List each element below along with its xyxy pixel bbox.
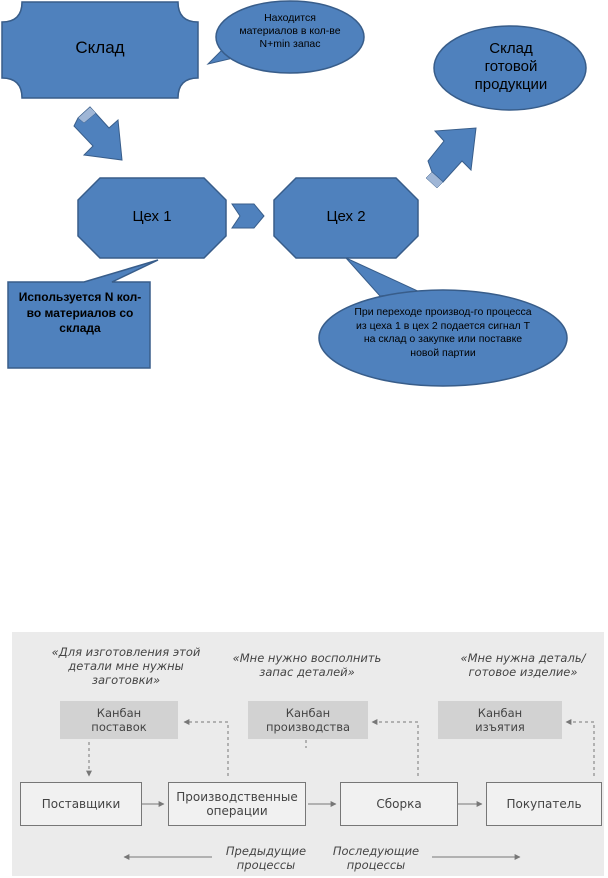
warehouse-note-text: Находится материалов в кол-ве N+min запа… bbox=[239, 12, 341, 51]
warehouse-shape bbox=[1, 1, 199, 99]
arrow-shop2-to-finished bbox=[425, 127, 477, 189]
process-buyer: Покупатель bbox=[486, 782, 602, 826]
signal-note-text: При переходе производ-го процесса из цех… bbox=[354, 306, 532, 359]
shop2-label: Цех 2 bbox=[326, 208, 366, 225]
signal-note-bubble bbox=[318, 289, 568, 387]
kanban-diagram-panel bbox=[12, 632, 604, 876]
process-assembly: Сборка bbox=[340, 782, 458, 826]
kanban-production: Канбан производства bbox=[248, 701, 368, 739]
quote-production: «Мне нужно восполнить запас деталей» bbox=[232, 651, 382, 679]
shop1-label: Цех 1 bbox=[132, 208, 172, 225]
kanban-withdrawal: Канбан изъятия bbox=[438, 701, 562, 739]
warehouse-note-bubble bbox=[215, 0, 365, 74]
usage-note-text: Используется N кол-во материалов со скла… bbox=[18, 290, 142, 336]
shop1-shape bbox=[77, 177, 227, 259]
process-production: Производственные операции bbox=[168, 782, 306, 826]
signal-note-callout bbox=[345, 257, 422, 297]
quote-supply: «Для изготовления этой детали мне нужны … bbox=[51, 645, 201, 687]
previous-processes-label: Предыдущие процессы bbox=[225, 844, 307, 872]
process-suppliers: Поставщики bbox=[20, 782, 142, 826]
finished-goods-label: Склад готовой продукции bbox=[474, 40, 548, 93]
kanban-supply: Канбан поставок bbox=[60, 701, 178, 739]
arrow-warehouse-to-shop1 bbox=[73, 106, 123, 161]
shop2-shape bbox=[273, 177, 419, 259]
usage-note-callout bbox=[7, 259, 159, 369]
diagram-1 bbox=[1, 0, 587, 387]
arrow-shop1-to-shop2 bbox=[231, 203, 265, 229]
finished-goods-shape bbox=[433, 25, 587, 111]
quote-withdrawal: «Мне нужна деталь/готовое изделие» bbox=[460, 651, 586, 679]
following-processes-label: Последующие процессы bbox=[332, 844, 420, 872]
warehouse-label: Склад bbox=[75, 38, 125, 57]
